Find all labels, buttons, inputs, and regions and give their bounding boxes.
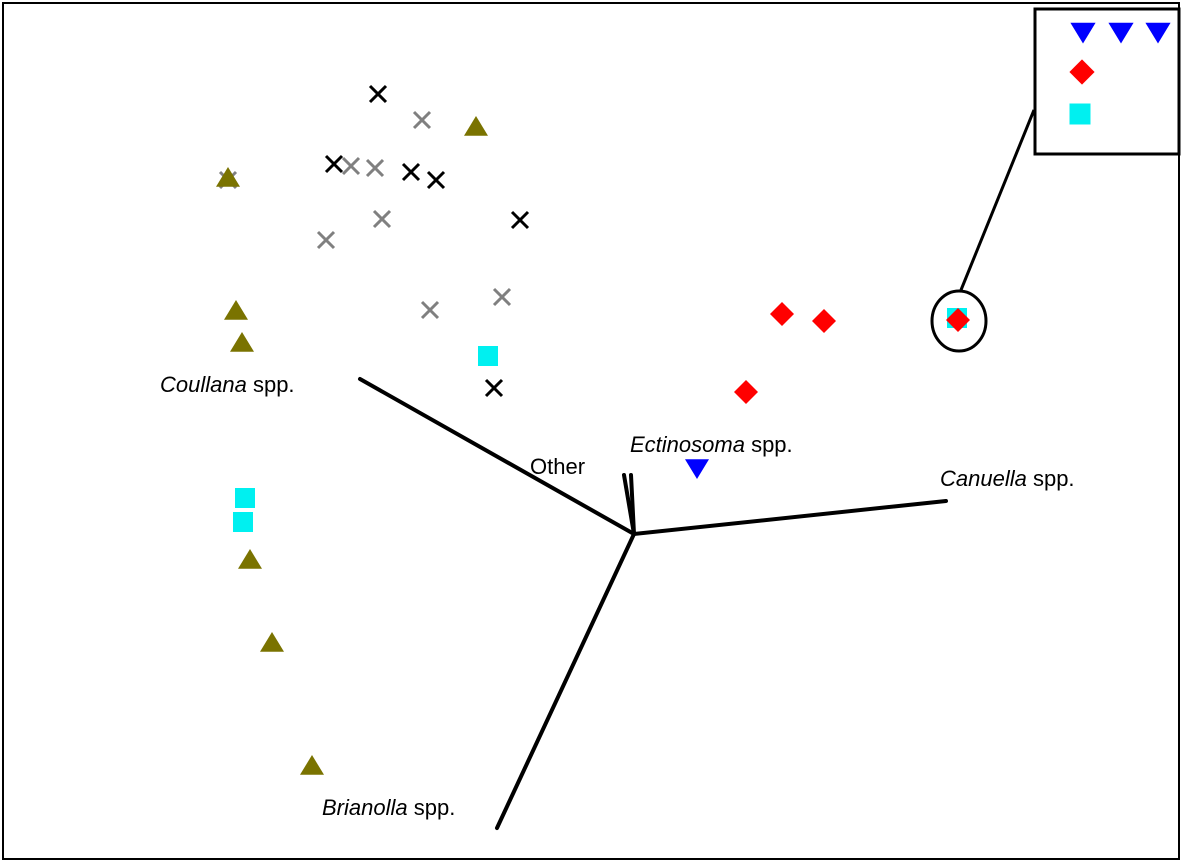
data-point-triangle-up bbox=[230, 332, 254, 352]
vector-line bbox=[629, 473, 636, 536]
label-canuella: Canuella spp. bbox=[940, 466, 1075, 491]
data-markers bbox=[216, 84, 970, 775]
inset-marker-square bbox=[1069, 103, 1091, 125]
inset-marker-triangle-down bbox=[1145, 22, 1171, 44]
data-point-x bbox=[401, 162, 421, 182]
data-point-triangle-up bbox=[464, 116, 488, 136]
data-point-diamond bbox=[946, 308, 970, 332]
data-point-x bbox=[426, 170, 446, 190]
callout-circle bbox=[930, 289, 988, 353]
data-point-square bbox=[233, 512, 253, 532]
data-point-triangle-up bbox=[216, 167, 240, 187]
callout-inset-markers bbox=[1069, 22, 1171, 125]
inset-marker-triangle-down bbox=[1108, 22, 1134, 44]
data-point-x bbox=[372, 209, 392, 229]
vector-lines bbox=[358, 377, 948, 830]
vector-line bbox=[495, 532, 636, 830]
data-point-square bbox=[235, 488, 255, 508]
data-point-x bbox=[324, 154, 344, 174]
data-point-triangle-up bbox=[300, 755, 324, 775]
data-point-x bbox=[510, 210, 530, 230]
label-brianolla: Brianolla spp. bbox=[322, 795, 455, 820]
data-point-square bbox=[478, 346, 498, 366]
callout-connector bbox=[959, 109, 1036, 291]
data-point-triangle-up bbox=[224, 300, 248, 320]
vector-line bbox=[632, 499, 948, 536]
data-point-triangle-up bbox=[260, 632, 284, 652]
data-point-x bbox=[368, 84, 388, 104]
data-point-x bbox=[365, 158, 385, 178]
data-point-x bbox=[420, 300, 440, 320]
inset-marker-triangle-down bbox=[1070, 22, 1096, 44]
label-other: Other bbox=[530, 454, 585, 479]
vector-line bbox=[358, 377, 636, 536]
label-coullana: Coullana spp. bbox=[160, 372, 295, 397]
data-point-x bbox=[492, 287, 512, 307]
data-point-diamond bbox=[770, 302, 794, 326]
data-point-triangle-up bbox=[238, 549, 262, 569]
data-point-x bbox=[341, 156, 361, 176]
data-point-x bbox=[484, 378, 504, 398]
label-ectinosoma: Ectinosoma spp. bbox=[630, 432, 793, 457]
inset-marker-diamond bbox=[1069, 59, 1095, 85]
data-point-diamond bbox=[734, 380, 758, 404]
data-point-x bbox=[412, 110, 432, 130]
data-point-diamond bbox=[812, 309, 836, 333]
data-point-x bbox=[316, 230, 336, 250]
data-point-triangle-down bbox=[685, 459, 709, 479]
